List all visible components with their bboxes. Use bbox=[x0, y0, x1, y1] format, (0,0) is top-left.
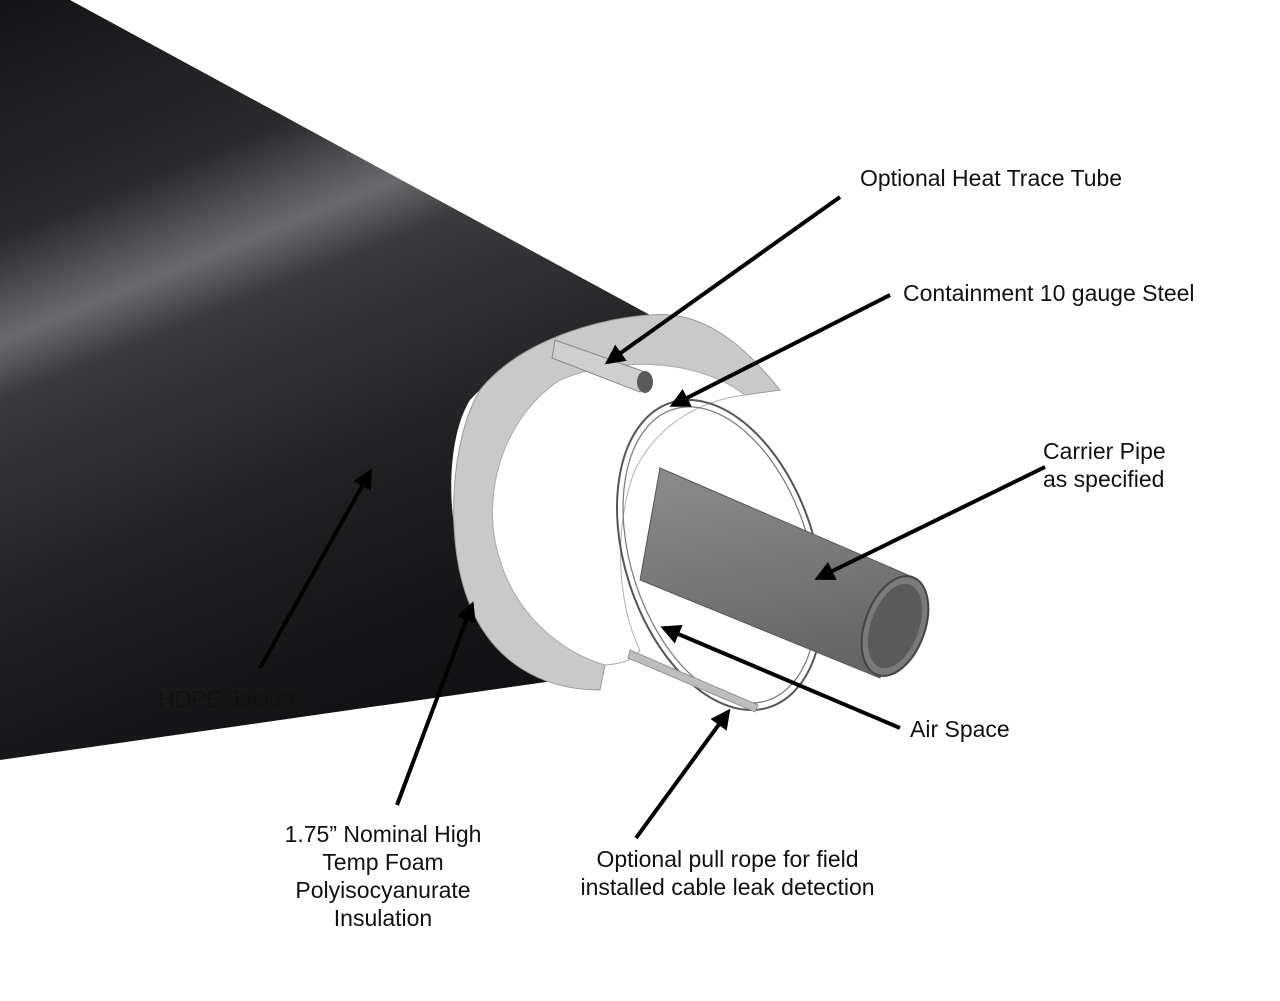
arrow-air-space bbox=[660, 625, 901, 730]
arrow-containment bbox=[669, 293, 891, 407]
label-carrier-pipe: Carrier Pipe as specified bbox=[1043, 437, 1166, 493]
label-air-space: Air Space bbox=[910, 716, 1010, 742]
label-insulation-line-3: Polyisocyanurate bbox=[295, 877, 471, 903]
label-hdpe-jacket: HDPE Jacket bbox=[158, 686, 295, 712]
steel-containment-ring-inner bbox=[622, 406, 818, 704]
heat-trace-tube-end bbox=[637, 371, 653, 393]
label-heat-trace: Optional Heat Trace Tube bbox=[860, 165, 1123, 191]
label-insulation-line-2: Temp Foam bbox=[322, 849, 444, 875]
carrier-pipe-end-hole bbox=[867, 583, 923, 669]
label-pull-rope-line-2: installed cable leak detection bbox=[580, 874, 875, 900]
label-pull-rope: Optional pull rope for field installed c… bbox=[555, 845, 900, 901]
arrow-insulation bbox=[395, 601, 476, 806]
hdpe-jacket-body bbox=[0, 0, 650, 760]
label-carrier-line-2: as specified bbox=[1043, 466, 1165, 492]
label-insulation-line-4: Insulation bbox=[333, 905, 433, 931]
arrow-heat-trace bbox=[604, 195, 842, 365]
label-insulation: 1.75” Nominal High Temp Foam Polyisocyan… bbox=[268, 820, 498, 932]
label-carrier-line-1: Carrier Pipe bbox=[1043, 438, 1166, 464]
arrow-pull-rope bbox=[634, 708, 731, 840]
label-containment: Containment 10 gauge Steel bbox=[903, 280, 1195, 306]
arrow-carrier-pipe bbox=[814, 465, 1046, 580]
label-insulation-line-1: 1.75” Nominal High bbox=[284, 821, 482, 847]
carrier-pipe-body bbox=[639, 467, 909, 679]
foam-inner-region bbox=[492, 363, 747, 666]
label-pull-rope-line-1: Optional pull rope for field bbox=[596, 846, 859, 872]
pull-rope bbox=[627, 649, 759, 713]
arrow-hdpe-jacket bbox=[258, 468, 372, 669]
